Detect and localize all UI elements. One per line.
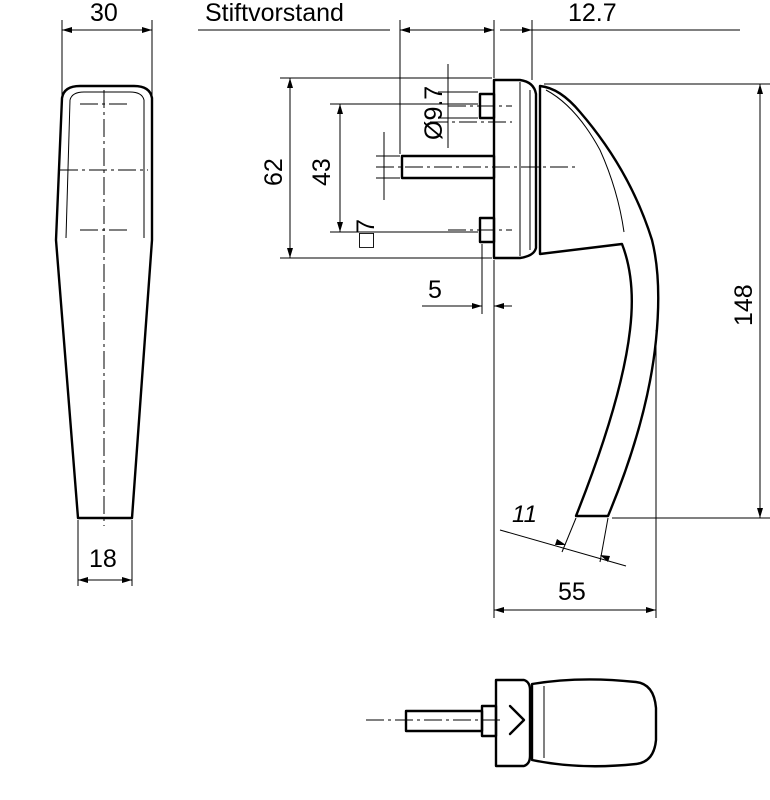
side-view: [198, 20, 770, 618]
dim-55-label: 55: [558, 578, 586, 606]
dim-148-label: 148: [730, 284, 758, 326]
dim-12-7-label: 12.7: [568, 0, 617, 27]
dim-43-label: 43: [308, 158, 336, 186]
top-view: [366, 678, 658, 768]
dim-11-label: 11: [512, 501, 537, 528]
dim-9-7-label: Ø9.7: [420, 86, 448, 140]
dim-62-label: 62: [260, 158, 288, 186]
front-view: [54, 20, 154, 586]
stiftvorstand-label: Stiftvorstand: [205, 0, 344, 27]
dim-square-7-label: □7: [352, 219, 380, 248]
dim-30-label: 30: [90, 0, 118, 27]
dim-5-label: 5: [428, 276, 442, 304]
dim-18-label: 18: [89, 545, 117, 573]
